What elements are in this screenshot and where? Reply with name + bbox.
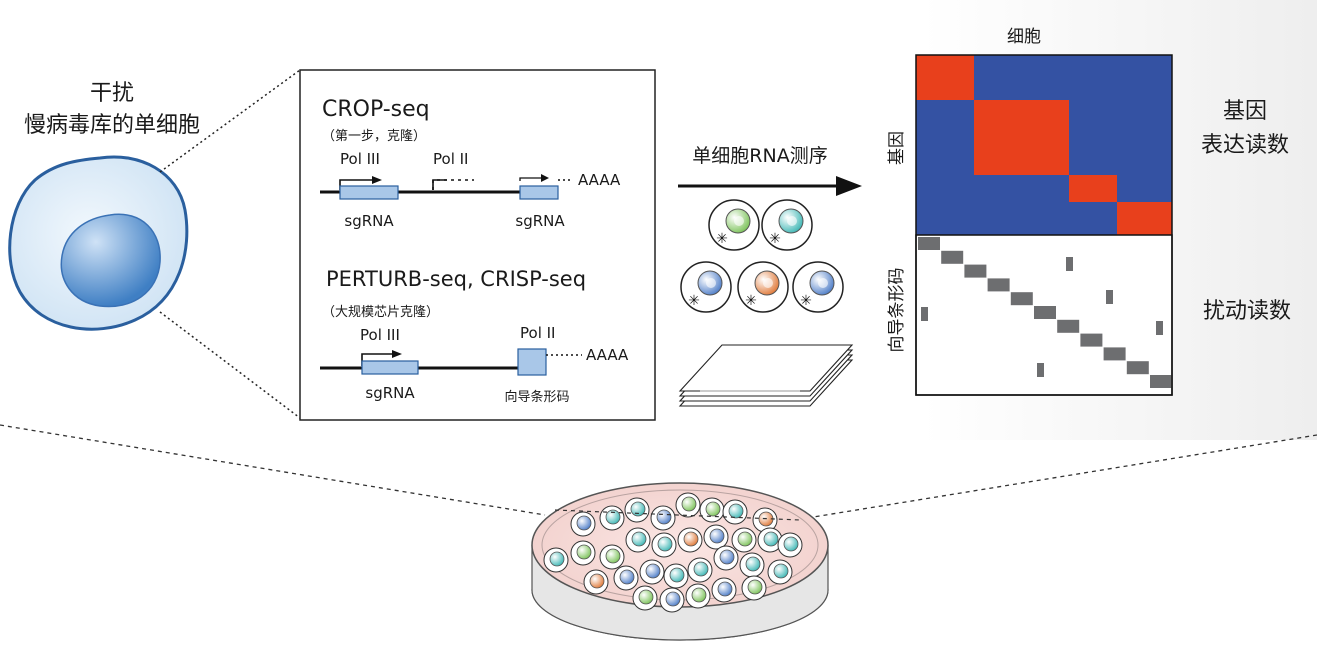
expression-cluster-4 bbox=[1117, 202, 1172, 235]
dish-cell bbox=[687, 557, 713, 583]
dish-cell bbox=[613, 565, 639, 591]
perturb-barcode-label: 向导条形码 bbox=[504, 389, 569, 405]
droplet-1: ✳ bbox=[708, 199, 760, 251]
sequencing-reads-stack bbox=[678, 344, 854, 407]
perturb-pol3-label: Pol III bbox=[360, 326, 400, 344]
zoom-line-bottom bbox=[159, 311, 301, 419]
dish-cell bbox=[713, 545, 739, 571]
dish-cell bbox=[711, 577, 737, 603]
expression-cluster-1 bbox=[916, 55, 974, 100]
svg-text:✳: ✳ bbox=[716, 231, 728, 247]
barcode-cell bbox=[918, 237, 940, 250]
droplet-2: ✳ bbox=[761, 199, 813, 251]
crop-title: CROP-seq bbox=[322, 97, 430, 122]
crop-pol3-label: Pol III bbox=[340, 150, 380, 168]
svg-text:✳: ✳ bbox=[800, 293, 812, 309]
right-label-gene-expression-line2: 表达读数 bbox=[1201, 133, 1289, 158]
right-label-gene-expression-line1: 基因 bbox=[1223, 99, 1267, 124]
crop-pol2-label: Pol II bbox=[433, 150, 468, 168]
dish-cell bbox=[583, 569, 609, 595]
perturb-subtitle: （大规模芯片克隆） bbox=[322, 305, 439, 320]
nucleus bbox=[60, 213, 161, 308]
left-label-line1: 干扰 bbox=[90, 81, 134, 106]
dish-cell bbox=[741, 575, 767, 601]
barcode-cell bbox=[1150, 375, 1172, 388]
perturb-pol2-label: Pol II bbox=[520, 324, 555, 342]
construct-box bbox=[299, 69, 656, 421]
expression-cluster-2 bbox=[974, 100, 1069, 175]
barcode-cell bbox=[1126, 361, 1149, 375]
dish-cell bbox=[731, 527, 757, 553]
droplet-group: ✳ ✳ ✳ ✳ ✳ bbox=[680, 199, 844, 313]
perturb-polya: AAAA bbox=[586, 346, 629, 364]
sequencing-label: 单细胞RNA测序 bbox=[692, 145, 827, 167]
dish-cell bbox=[659, 587, 685, 613]
perturb-sgrna-box bbox=[361, 360, 419, 375]
barcode-cell bbox=[941, 250, 964, 264]
fan-line-right bbox=[794, 434, 1317, 521]
barcode-cell bbox=[987, 278, 1010, 292]
droplet-4: ✳ bbox=[737, 261, 789, 313]
dish-cell bbox=[639, 559, 665, 585]
dish-cell bbox=[632, 585, 658, 611]
left-label-line2: 慢病毒库的单细胞 bbox=[24, 113, 200, 138]
droplet-3: ✳ bbox=[680, 261, 732, 313]
dish-cell bbox=[570, 511, 596, 537]
barcode-noise bbox=[1106, 290, 1113, 304]
crop-subtitle: （第一步，克隆） bbox=[322, 129, 426, 144]
dish-cell bbox=[663, 563, 689, 589]
dish-cell bbox=[677, 527, 703, 553]
barcode-cell bbox=[1057, 319, 1080, 333]
crop-sgrna-label-1: sgRNA bbox=[344, 212, 394, 230]
crop-sgrna-box-1 bbox=[339, 185, 399, 200]
barcode-noise bbox=[1066, 257, 1073, 271]
single-cell-illustration bbox=[8, 155, 189, 331]
dish-cell bbox=[624, 497, 650, 523]
zoom-line-top bbox=[159, 69, 301, 173]
dish-cell bbox=[675, 492, 701, 518]
dish-cell bbox=[685, 583, 711, 609]
matrix-cells-label: 细胞 bbox=[1007, 27, 1041, 47]
barcode-noise bbox=[921, 307, 928, 321]
expression-matrix bbox=[915, 54, 1173, 396]
barcode-cell bbox=[1034, 306, 1056, 319]
barcode-cell bbox=[1010, 292, 1033, 306]
perturb-title: PERTURB-seq, CRISP-seq bbox=[326, 267, 586, 291]
dish-cell bbox=[543, 547, 569, 573]
dish-cell bbox=[739, 552, 765, 578]
dish-cell bbox=[625, 527, 651, 553]
barcode-cell bbox=[1103, 347, 1126, 361]
dish-cell bbox=[651, 532, 677, 558]
dish-cell bbox=[722, 499, 748, 525]
dish-cell bbox=[699, 497, 725, 523]
perturb-sgrna-label: sgRNA bbox=[365, 384, 415, 402]
barcode-noise bbox=[1156, 321, 1163, 335]
dish-cells bbox=[543, 492, 803, 613]
dish-cell bbox=[570, 540, 596, 566]
dish-cell bbox=[599, 505, 625, 531]
dish-cell bbox=[777, 532, 803, 558]
barcode-noise bbox=[1037, 363, 1044, 377]
dish-cell bbox=[650, 505, 676, 531]
matrix-gene-axis-label: 基因 bbox=[887, 131, 907, 165]
right-label-perturbation: 扰动读数 bbox=[1203, 299, 1291, 324]
dish-cell bbox=[757, 527, 783, 553]
dish-cell bbox=[599, 544, 625, 570]
crop-sgrna-box-2 bbox=[519, 185, 559, 200]
crop-sgrna-label-2: sgRNA bbox=[515, 212, 565, 230]
dish-cell bbox=[767, 559, 793, 585]
expression-cluster-3 bbox=[1069, 175, 1117, 202]
barcode-cell bbox=[964, 264, 987, 278]
matrix-barcode-axis-label: 向导条形码 bbox=[887, 268, 907, 353]
svg-text:✳: ✳ bbox=[745, 293, 757, 309]
crop-polya: AAAA bbox=[578, 171, 621, 189]
perturb-barcode-box bbox=[517, 348, 547, 376]
dish-cell bbox=[703, 524, 729, 550]
svg-text:✳: ✳ bbox=[769, 231, 781, 247]
barcode-cell bbox=[1080, 333, 1103, 347]
droplet-5: ✳ bbox=[792, 261, 844, 313]
svg-text:✳: ✳ bbox=[688, 293, 700, 309]
